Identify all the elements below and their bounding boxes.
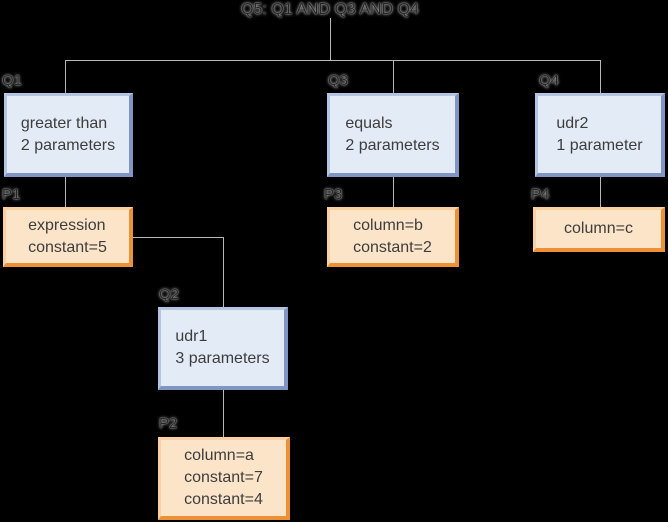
- connector-q4-p4: [600, 177, 601, 207]
- node-q4-text: udr2 1 parameter: [556, 113, 642, 157]
- node-p3-label: P3: [324, 186, 343, 203]
- box-text-line: expression: [28, 216, 106, 234]
- box-text-line: column=a: [184, 447, 254, 464]
- node-p1-box: expression constant=5: [3, 207, 133, 267]
- box-text-line: column=b: [353, 216, 423, 234]
- box-text-line: constant=4: [184, 491, 263, 508]
- connector-q2-p2: [223, 390, 224, 437]
- connector-drop-q3: [393, 60, 394, 93]
- box-text-line: 3 parameters: [175, 350, 270, 367]
- node-p1-label: P1: [2, 186, 21, 203]
- box-text-line: column=c: [564, 220, 633, 237]
- node-p3-box: column=b constant=2: [327, 207, 459, 267]
- node-q2-box: udr1 3 parameters: [158, 307, 288, 390]
- node-p2-text: column=a constant=7 constant=4: [184, 445, 263, 511]
- connector-p1-q2-vert: [223, 237, 224, 307]
- node-q3-label: Q3: [328, 72, 349, 89]
- diagram-title: Q5: Q1 AND Q3 AND Q4: [241, 1, 419, 18]
- node-p1-text: expression constant=5: [28, 215, 107, 259]
- node-p4-box: column=c: [533, 207, 665, 252]
- connector-q3-p3: [393, 177, 394, 207]
- node-p2-label: P2: [159, 415, 178, 432]
- box-text-line: equals: [345, 114, 393, 132]
- node-q1-label: Q1: [2, 72, 23, 89]
- box-text-line: constant=7: [184, 469, 263, 486]
- connector-drop-q4: [600, 60, 601, 93]
- box-text-line: udr2: [556, 114, 589, 132]
- node-p2-box: column=a constant=7 constant=4: [158, 437, 290, 520]
- node-q1-box: greater than 2 parameters: [4, 93, 133, 177]
- box-text-line: 2 parameters: [20, 136, 116, 154]
- node-p4-text: column=c: [564, 218, 633, 240]
- node-q3-box: equals 2 parameters: [327, 93, 459, 177]
- node-q4-box: udr2 1 parameter: [535, 93, 665, 177]
- box-text-line: udr1: [175, 328, 208, 345]
- box-text-line: constant=2: [353, 238, 432, 256]
- box-text-line: constant=5: [28, 238, 107, 256]
- box-text-line: greater than: [20, 114, 108, 132]
- node-p4-label: P4: [531, 186, 550, 203]
- node-q3-text: equals 2 parameters: [345, 113, 439, 157]
- box-text-line: 1 parameter: [556, 136, 643, 154]
- node-q2-text: udr1 3 parameters: [175, 326, 269, 370]
- connector-p1-q2-horiz: [133, 237, 223, 238]
- box-text-line: 2 parameters: [345, 136, 440, 154]
- connector-q1-p1: [65, 177, 66, 207]
- connector-root-riser: [330, 18, 331, 60]
- node-q4-label: Q4: [539, 72, 560, 89]
- connector-top-bar: [65, 60, 601, 61]
- node-q1-text: greater than 2 parameters: [21, 113, 115, 157]
- node-q2-label: Q2: [159, 286, 180, 303]
- connector-drop-q1: [65, 60, 66, 93]
- node-p3-text: column=b constant=2: [353, 215, 432, 259]
